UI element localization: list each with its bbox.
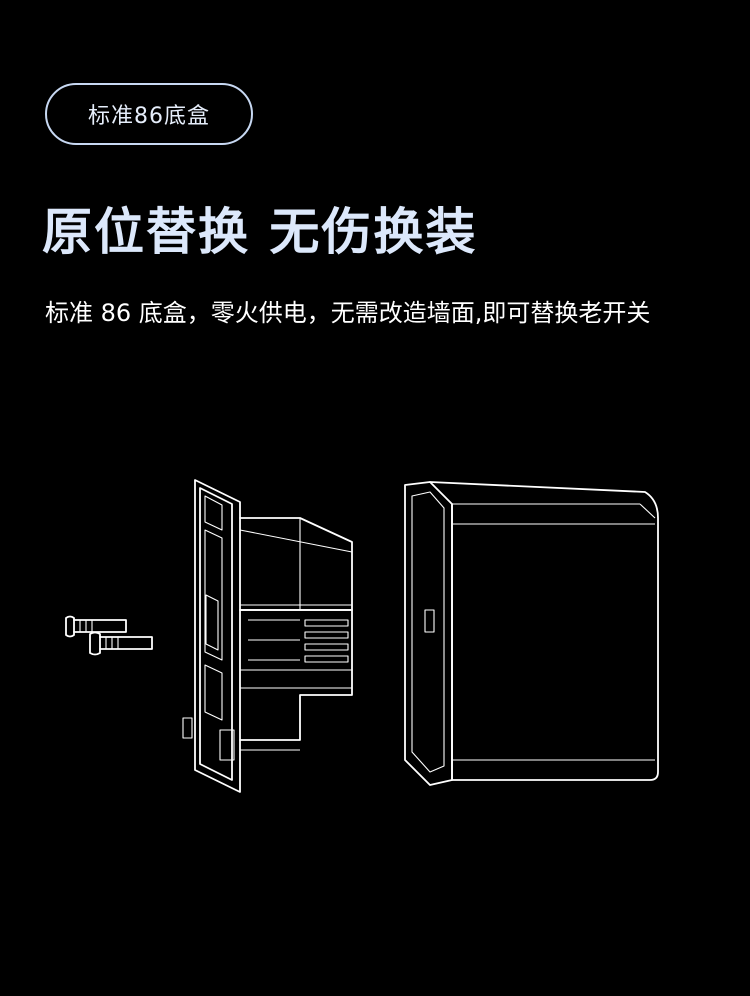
tag-badge-label: 标准86底盒 (88, 104, 210, 129)
tag-badge: 标准86底盒 (45, 83, 253, 145)
headline: 原位替换 无伤换装 (42, 203, 478, 261)
screws-icon (65, 615, 153, 656)
junction-box-icon (404, 481, 659, 786)
switch-module-icon (182, 479, 353, 793)
description: 标准 86 底盒，零火供电，无需改造墙面,即可替换老开关 (45, 299, 651, 327)
product-illustration (0, 460, 750, 820)
